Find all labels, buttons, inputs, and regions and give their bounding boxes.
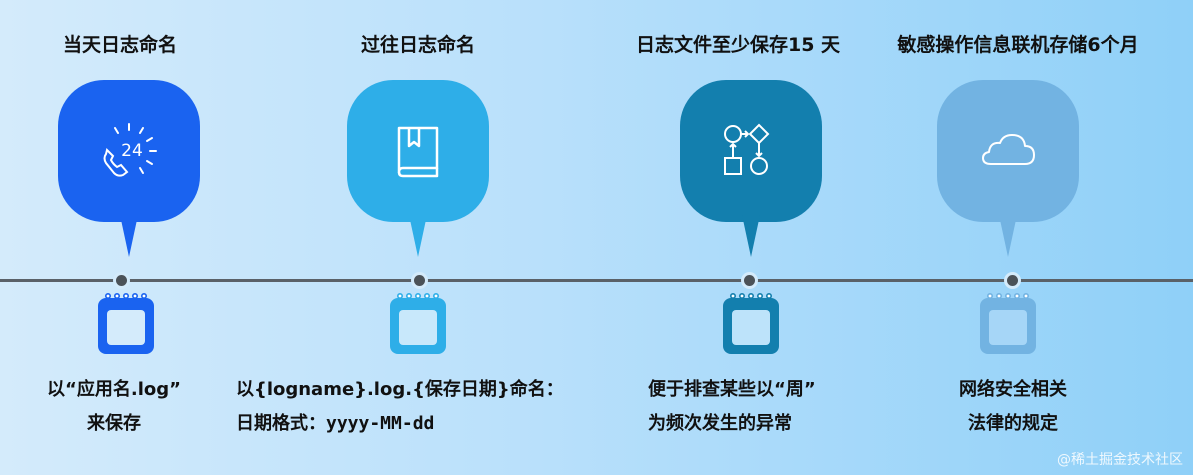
calendar-icon (98, 293, 154, 354)
stage-4-description: 网络安全相关 法律的规定 (938, 373, 1088, 441)
stage-1-description: 以“应用名.log” 来保存 (14, 373, 214, 441)
stage-3-desc-line-2: 为频次发生的异常 (648, 413, 792, 434)
stage-1-title: 当天日志命名 (62, 34, 177, 56)
stage-2-description: 以{logname}.log.{保存日期}命名： 日期格式：yyyy-MM-dd (236, 373, 564, 441)
stage-1-desc-line-2: 来保存 (87, 413, 141, 434)
calendar-icon (390, 293, 446, 354)
stage-3-title: 日志文件至少保存15 天 (635, 34, 841, 56)
timeline-dot-3 (744, 275, 755, 286)
stage-3-bubble-tail (742, 215, 760, 257)
stage-1-bubble: 24 (58, 80, 200, 222)
stage-4-desc-line-2: 法律的规定 (968, 413, 1058, 434)
stage-2-desc-line-1: 以{logname}.log.{保存日期}命名： (236, 379, 564, 400)
stage-4-desc-line-1: 网络安全相关 (959, 379, 1067, 400)
stage-1-bubble-tail (120, 215, 138, 257)
cloud-icon (982, 134, 1035, 165)
book-icon (397, 126, 439, 178)
watermark: @稀土掘金技术社区 (1057, 452, 1183, 468)
calendar-icon (980, 293, 1036, 354)
flowchart-icon (724, 123, 770, 175)
stage-1-desc-line-1: 以“应用名.log” (47, 379, 181, 400)
timeline-dot-2 (414, 275, 425, 286)
timeline-dot-4 (1007, 275, 1018, 286)
stage-2-bubble-tail (409, 215, 427, 257)
stage-3-description: 便于排查某些以“周” 为频次发生的异常 (648, 373, 816, 441)
stage-4-title: 敏感操作信息联机存储6个月 (897, 34, 1139, 56)
stage-4-bubble (937, 80, 1079, 222)
calendar-icon (723, 293, 779, 354)
stage-3-bubble (680, 80, 822, 222)
icon-24-text: 24 (121, 141, 143, 161)
stage-2-bubble (347, 80, 489, 222)
stage-3-desc-line-1: 便于排查某些以“周” (648, 379, 816, 400)
stage-4-bubble-tail (999, 215, 1017, 257)
stage-2-desc-line-2: 日期格式：yyyy-MM-dd (236, 413, 435, 434)
stage-2-title: 过往日志命名 (360, 34, 475, 56)
timeline-dot-1 (116, 275, 127, 286)
timeline-line (0, 279, 1193, 282)
phone-24-icon: 24 (103, 123, 157, 177)
